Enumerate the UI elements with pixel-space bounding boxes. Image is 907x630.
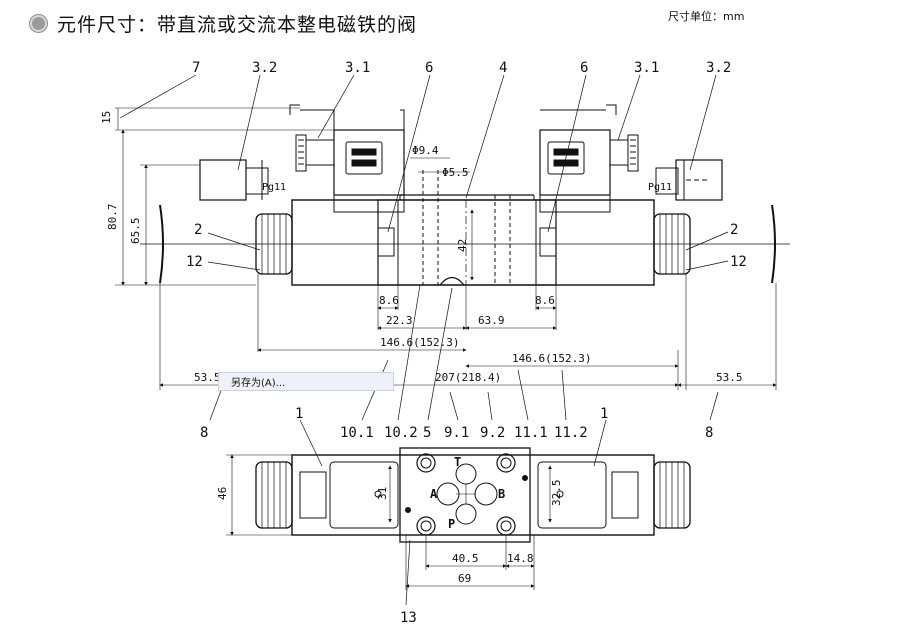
label-3-2-left: 3.2: [252, 60, 277, 76]
front-view: [115, 74, 790, 421]
plan-view: [226, 419, 691, 606]
dim-65-5: 65.5: [129, 218, 142, 245]
label-11-2: 11.2: [554, 425, 588, 441]
dim-63-9: 63.9: [478, 314, 505, 327]
dim-31: 31: [376, 487, 389, 500]
label-9-1: 9.1: [444, 425, 469, 441]
valve-body: [291, 199, 655, 286]
dim-146-6-left: 146.6(152.3): [380, 336, 459, 349]
unit-label: 尺寸单位：mm: [668, 10, 745, 23]
port-P: P: [448, 517, 455, 531]
title-row: 元件尺寸：带直流或交流本整电磁铁的阀: [30, 6, 417, 40]
label-6-right: 6: [580, 60, 588, 76]
label-5: 5: [423, 425, 431, 441]
label-12-left: 12: [186, 254, 203, 270]
pg11-labels: Pg11 Pg11: [262, 182, 672, 193]
dim-32-5: 32.5: [550, 480, 563, 507]
port-labels: T A B P: [430, 455, 505, 531]
pg11-left: Pg11: [262, 182, 286, 193]
label-3-2-right: 3.2: [706, 60, 731, 76]
callout-labels: 7 3.2 3.1 6 4 6 3.1 3.2 2 12 2 12 8 10.1…: [186, 60, 747, 626]
label-7: 7: [192, 60, 200, 76]
dim-14-8: 14.8: [507, 552, 534, 565]
label-1-right: 1: [600, 406, 608, 422]
page-title: 元件尺寸：带直流或交流本整电磁铁的阀: [57, 13, 418, 36]
dim-phi9-4: Φ9.4: [412, 144, 439, 157]
label-6-left: 6: [425, 60, 433, 76]
label-8-left: 8: [200, 425, 208, 441]
dim-207: 207(218.4): [435, 371, 501, 384]
dim-8-6-left: 8.6: [379, 294, 399, 307]
dim-15: 15: [100, 111, 113, 124]
dim-40-5: 40.5: [452, 552, 479, 565]
label-13: 13: [400, 610, 417, 626]
label-4: 4: [499, 60, 507, 76]
label-12-right: 12: [730, 254, 747, 270]
dim-69: 69: [458, 572, 471, 585]
pg11-right: Pg11: [648, 182, 672, 193]
port-A: A: [430, 487, 438, 501]
dim-46: 46: [216, 487, 229, 500]
dimension-labels: 15 80.7 65.5 Φ9.4 Φ5.5 42 8.6 8.6 22.3 6…: [100, 111, 743, 585]
label-10-1: 10.1: [340, 425, 374, 441]
label-3-1-right: 3.1: [634, 60, 659, 76]
save-as-menu-item[interactable]: 另存为(A)...: [218, 372, 394, 391]
dim-53-5-left: 53.5: [194, 371, 221, 384]
label-3-1-left: 3.1: [345, 60, 370, 76]
dim-53-5-right: 53.5: [716, 371, 743, 384]
port-B: B: [498, 487, 505, 501]
label-9-2: 9.2: [480, 425, 505, 441]
label-2-right: 2: [730, 222, 738, 238]
port-T: T: [454, 455, 461, 469]
label-1-left: 1: [295, 406, 303, 422]
dim-phi5-5: Φ5.5: [442, 166, 469, 179]
dim-22-3: 22.3: [386, 314, 413, 327]
label-2-left: 2: [194, 222, 202, 238]
dim-42: 42: [456, 239, 469, 252]
bullet-icon: [30, 14, 47, 32]
label-10-2: 10.2: [384, 425, 418, 441]
dim-8-6-right: 8.6: [535, 294, 555, 307]
label-11-1: 11.1: [514, 425, 548, 441]
label-8-right: 8: [705, 425, 713, 441]
dim-146-6-right: 146.6(152.3): [512, 352, 591, 365]
dim-80-7: 80.7: [106, 204, 119, 231]
